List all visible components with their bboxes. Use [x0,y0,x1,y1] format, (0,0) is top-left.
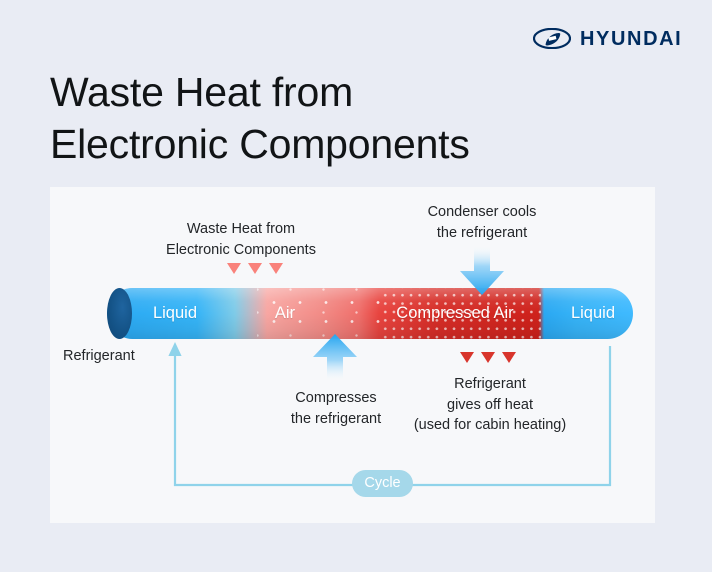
hyundai-ellipse-h-icon [533,28,571,49]
triangle-down-icon [481,352,495,363]
brand-wordmark: HYUNDAI [580,27,683,50]
compressor-up-arrow-icon [313,334,357,382]
annotation-compresses: Compresses the refrigerant [290,390,382,427]
annotation-gives-off-heat: Refrigerant gives off heat (used for cab… [413,376,567,434]
triangle-down-icon [227,263,241,274]
triangle-down-icon [248,263,262,274]
tube-segment-label-compressed-air: Compressed Air [396,304,514,322]
tube-segment-label-air: Air [274,304,296,322]
page-title: Waste Heat from Electronic Components [50,69,470,168]
triangle-down-icon [460,352,474,363]
tube-segment-label-liquid-right: Liquid [570,304,616,322]
refrigerant-tube [107,288,633,339]
annotation-refrigerant: Refrigerant [63,348,135,364]
tube-body [107,288,633,339]
cycle-badge: Cycle [352,470,413,497]
compressed-air-dot-pattern [379,288,541,339]
annotation-waste-heat: Waste Heat from Electronic Components [166,221,316,258]
air-speckle-pattern [257,288,385,339]
hyundai-logo: HYUNDAI [533,28,682,49]
heat-input-triangles [227,263,283,274]
annotation-condenser: Condenser cools the refrigerant [427,204,537,241]
triangle-down-icon [502,352,516,363]
cycle-arrowhead-icon [168,342,182,356]
condenser-down-arrow-icon [460,245,504,295]
tube-segment-label-liquid-left: Liquid [152,304,198,322]
tube-shading [107,288,633,339]
triangle-down-icon [269,263,283,274]
heat-output-triangles [460,352,516,363]
tube-end-cap [107,288,132,339]
